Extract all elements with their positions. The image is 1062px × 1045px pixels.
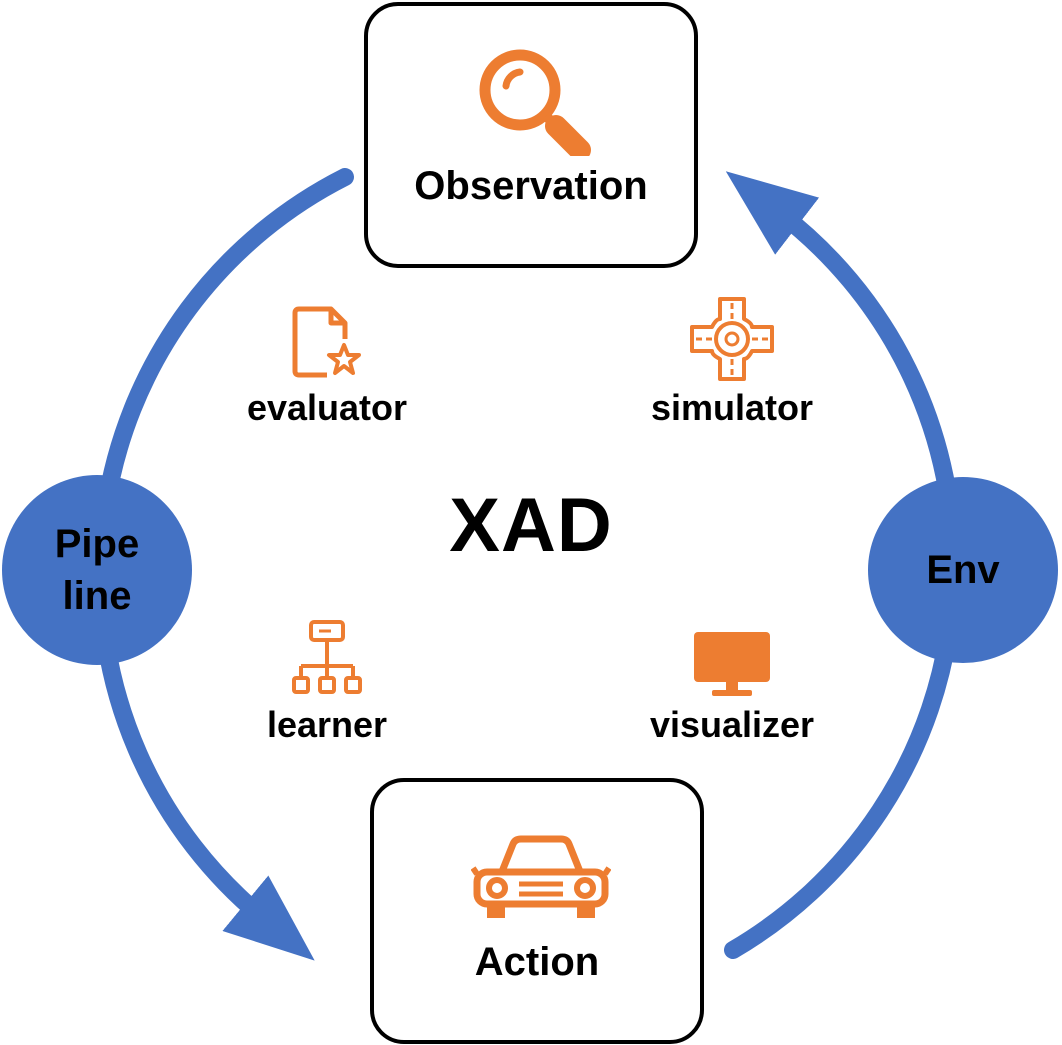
env-hub: Env (868, 477, 1058, 663)
module-learner: learner (222, 618, 432, 746)
module-evaluator: evaluator (222, 305, 432, 429)
monitor-icon (694, 632, 770, 696)
observation-label: Observation (414, 164, 648, 208)
env-label: Env (926, 548, 1000, 592)
pipeline-label-line2: line (62, 574, 132, 618)
search-icon (479, 49, 591, 156)
pipeline-hub: Pipe line (2, 475, 192, 665)
learner-label: learner (266, 704, 388, 745)
module-simulator: simulator (627, 297, 837, 429)
hierarchy-icon (292, 620, 362, 694)
observation-node: Observation (364, 2, 698, 268)
module-visualizer: visualizer (627, 630, 837, 746)
visualizer-label: visualizer (649, 704, 815, 745)
action-node: Action (370, 778, 704, 1044)
simulator-label: simulator (650, 387, 814, 428)
evaluator-label: evaluator (246, 387, 408, 428)
pipeline-label-line1: Pipe (54, 522, 140, 566)
document-star-icon (292, 306, 361, 378)
roundabout-icon (690, 297, 774, 381)
action-label: Action (474, 940, 600, 984)
center-title: XAD (449, 483, 613, 568)
car-icon (471, 835, 611, 918)
